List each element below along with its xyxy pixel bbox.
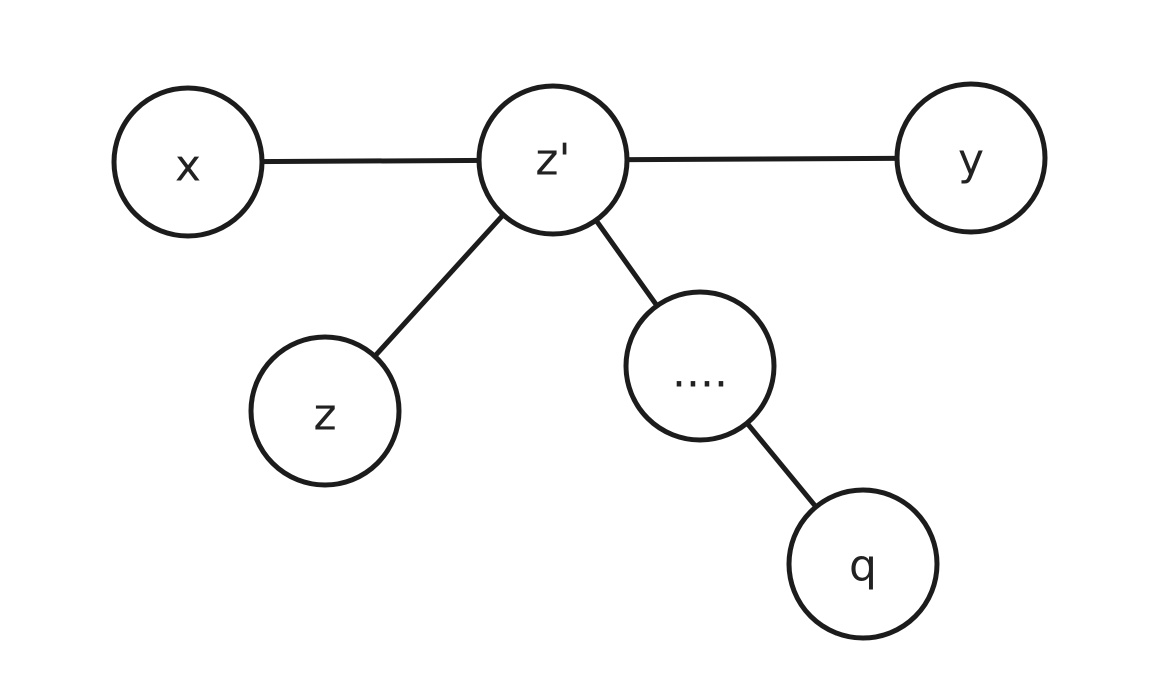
node-label-zp: z': [535, 135, 570, 186]
node-circle-dots: [623, 289, 777, 443]
node-circle-q: [786, 487, 940, 641]
node-label-dots: ....: [672, 347, 728, 398]
nodes-layer: x z' y z.... q: [111, 81, 1048, 641]
node-circle-z: [248, 334, 402, 488]
node-z: z: [248, 334, 402, 488]
node-dots: ....: [623, 289, 777, 443]
node-circle-x: [111, 85, 265, 239]
node-label-z: z: [313, 390, 336, 441]
node-label-x: x: [175, 141, 201, 192]
node-y: y: [894, 81, 1048, 235]
node-q: q: [786, 487, 940, 641]
node-x: x: [111, 85, 265, 239]
node-zp: z': [476, 83, 630, 237]
node-circle-y: [894, 81, 1048, 235]
node-label-y: y: [958, 135, 984, 186]
node-label-q: q: [849, 541, 877, 592]
node-circle-zp: [476, 83, 630, 237]
